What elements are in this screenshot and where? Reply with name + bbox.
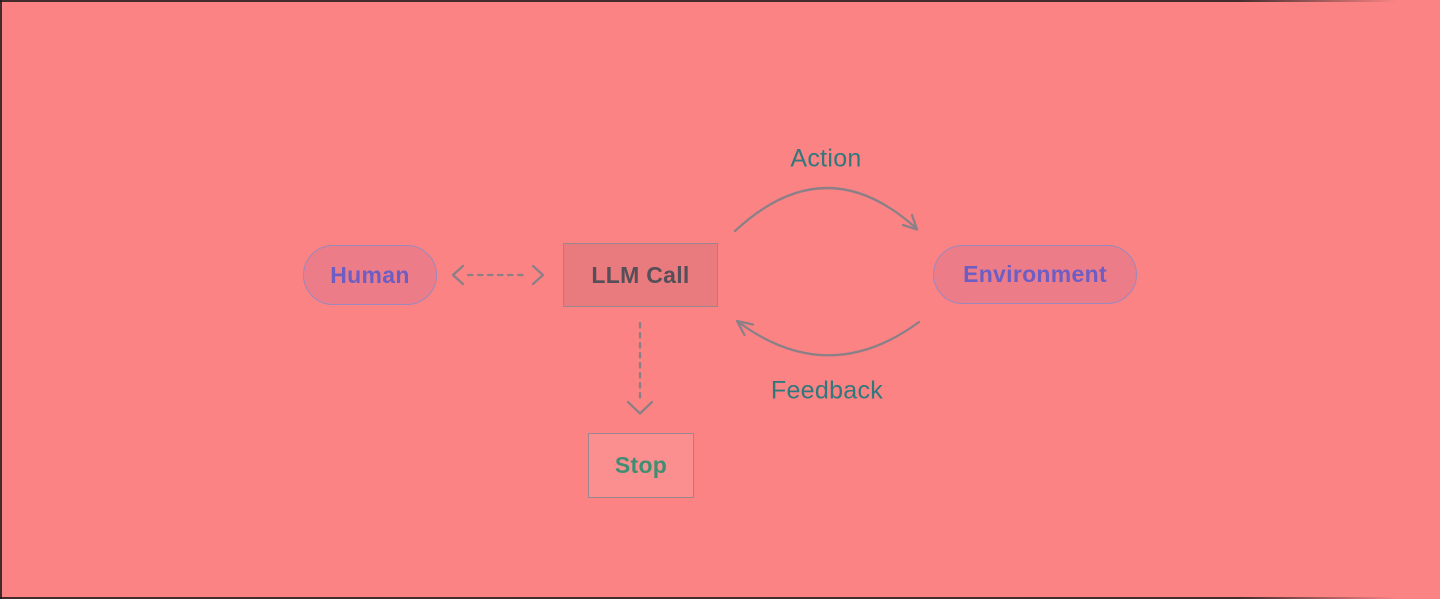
environment-node: Environment (933, 245, 1137, 304)
human-llm-left-arrowhead-icon (451, 264, 465, 286)
screen-edge-left (0, 0, 2, 599)
llm-call-node-label: LLM Call (591, 261, 690, 288)
human-node-label: Human (330, 261, 410, 288)
feedback-edge-label: Feedback (770, 376, 884, 405)
feedback-arrowhead-icon (735, 319, 755, 337)
llm-stop-arrowhead-icon (626, 400, 654, 415)
feedback-arrow-curve (735, 319, 921, 357)
environment-node-label: Environment (963, 261, 1107, 287)
stop-node: Stop (588, 433, 694, 498)
human-llm-right-arrowhead-icon (531, 264, 545, 286)
stop-node-label: Stop (614, 452, 668, 478)
llm-call-node: LLM Call (563, 243, 718, 307)
action-edge-label: Action (790, 144, 862, 173)
human-node: Human (303, 245, 437, 305)
screen-edge-top (0, 0, 1440, 2)
action-arrow-curve (733, 186, 919, 233)
screen-edge-bottom (0, 597, 1440, 599)
action-arrowhead-icon (901, 213, 919, 231)
